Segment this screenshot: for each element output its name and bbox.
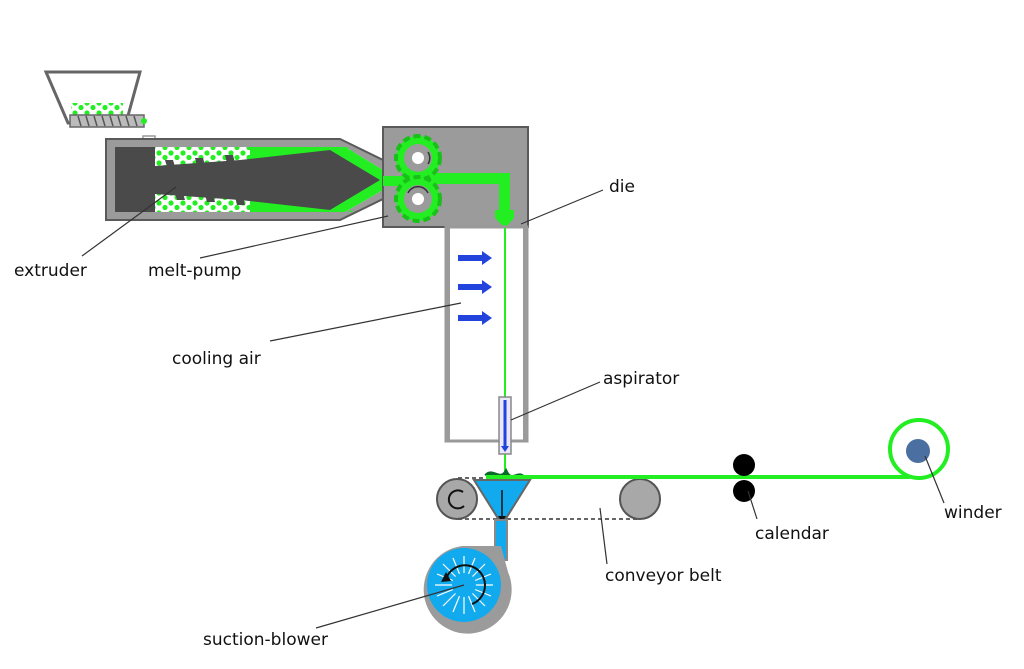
screw-flights: [165, 155, 245, 205]
label-aspirator: aspirator: [603, 369, 679, 389]
label-melt-pump: melt-pump: [148, 261, 241, 281]
leader-lines: [81, 186, 945, 629]
conveyor-roller-right: [619, 478, 661, 520]
conveyor: [436, 477, 661, 523]
suction-blower: [423, 519, 512, 634]
cooling-chamber: [444, 225, 529, 476]
label-winder: winder: [944, 503, 1002, 523]
aspirator: [498, 396, 512, 455]
melt-pump: [382, 126, 529, 228]
label-suction-blower: suction-blower: [203, 630, 328, 650]
label-calendar: calendar: [755, 524, 829, 544]
pump-gear-upper: [394, 134, 442, 182]
fibre-web: [484, 466, 929, 480]
blower-rotation-icon: [445, 564, 486, 605]
conveyor-roller-left: [436, 478, 478, 520]
label-die: die: [609, 177, 635, 197]
winder: [888, 418, 950, 480]
label-conveyor-belt: conveyor belt: [605, 566, 722, 586]
air-arrow-icon: [458, 251, 492, 325]
extruder: [105, 138, 384, 221]
pump-gear-lower: [394, 175, 442, 223]
rotation-arrow-icon: [447, 489, 465, 510]
label-extruder: extruder: [14, 261, 87, 281]
label-cooling-air: cooling air: [172, 349, 261, 369]
hopper-feed-screw: [69, 114, 147, 128]
die-nozzle: [495, 210, 514, 228]
